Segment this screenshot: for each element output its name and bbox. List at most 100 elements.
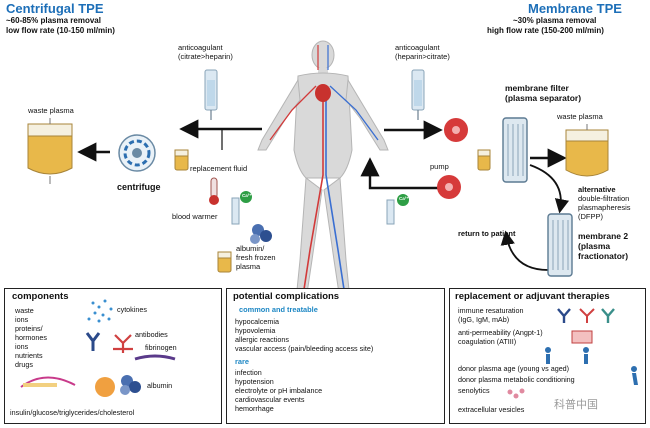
component-item: ions (15, 315, 29, 324)
antibody-teal-icon (601, 308, 615, 323)
alternative-label: alternative (578, 185, 616, 194)
pump-top-icon (444, 118, 468, 142)
therapy-item: extracellular vesicles (458, 405, 525, 414)
membrane-removal: ~30% plasma removal (513, 16, 597, 25)
membrane-2-fractionator-icon (547, 213, 573, 277)
common-item: allergic reactions (235, 335, 289, 344)
human-body-figure (257, 40, 389, 301)
therapy-item: coagulation (ATIII) (458, 337, 517, 346)
waste-plasma-bag-left-icon (27, 118, 73, 184)
components-box: components waste ions proteins/ hormones… (4, 288, 222, 424)
replacement-fluid-bag-icon (174, 149, 189, 171)
therapy-item: (IgG, IgM, mAb) (458, 315, 510, 324)
anticoagulant-right-syringe-icon (411, 69, 425, 120)
membrane-flow: high flow rate (150-200 ml/min) (487, 26, 604, 35)
albumin-ffp-label-1: albumin/ (236, 244, 265, 253)
return-to-patient-label: return to patient (458, 229, 516, 238)
dfpp-label-3: (DFPP) (578, 212, 603, 221)
cytokines-label: cytokines (117, 305, 147, 314)
membrane-filter-label: membrane filter (505, 83, 569, 93)
albumin-molecule-icon (250, 224, 272, 244)
senolytics-dots-icon (507, 388, 525, 399)
pump-bottom-icon (437, 175, 461, 199)
component-item: nutrients (15, 351, 43, 360)
pump-label: pump (430, 162, 449, 171)
albumin-ffp-label-2: fresh frozen (236, 253, 276, 262)
membrane-title: Membrane TPE (528, 1, 622, 16)
albumin-components-icon (120, 375, 141, 395)
therapies-graphics (507, 308, 638, 399)
angpt-vessel-icon (571, 330, 593, 344)
blood-warmer-icon (209, 177, 219, 205)
glucose-icon (23, 383, 57, 387)
antibody-red-icon (579, 308, 595, 323)
ca-right-syringe-icon (386, 194, 409, 225)
cytokines-dots-icon (87, 299, 113, 323)
membrane-2-sub-2: fractionator) (578, 251, 629, 261)
component-item: drugs (15, 360, 33, 369)
components-title: components (12, 291, 69, 302)
therapy-item: donor plasma age (young vs aged) (458, 364, 570, 373)
common-header: common and treatable (239, 305, 318, 314)
dfpp-label-2: plasmapheresis (578, 203, 631, 212)
fresh-frozen-plasma-bag-icon (217, 251, 232, 273)
nutrient-sphere-icon (95, 377, 115, 397)
fibrinogen-icon (134, 354, 176, 361)
rare-item: hemorrhage (235, 404, 274, 413)
centrifugal-title: Centrifugal TPE (6, 1, 104, 16)
pump-fluid-bag-icon (477, 149, 491, 171)
anticoagulant-left-sub: (citrate>heparin) (178, 52, 233, 61)
component-item: waste (15, 306, 34, 315)
rare-item: electrolyte or pH imbalance (235, 386, 323, 395)
ca-right-label: Ca²⁺ (399, 196, 409, 201)
component-item: proteins/ (15, 324, 43, 333)
dfpp-label-1: double-filtration (578, 194, 630, 203)
rare-header: rare (235, 357, 249, 366)
centrifuge-label: centrifuge (117, 182, 161, 192)
waste-plasma-bag-right-icon (565, 124, 609, 177)
anticoagulant-left-label: anticoagulant (178, 43, 223, 52)
common-item: hypocalcemia (235, 317, 279, 326)
ca-left-label: Ca²⁺ (242, 193, 252, 198)
common-item: hypovolemia (235, 326, 276, 335)
ca-left-syringe-icon (231, 191, 252, 225)
anticoagulant-right-label: anticoagulant (395, 43, 440, 52)
rare-item: hypotension (235, 377, 274, 386)
centrifugal-removal: ~60-85% plasma removal (6, 16, 101, 25)
component-item: hormones (15, 333, 47, 342)
centrifuge-icon (118, 134, 156, 172)
running-person-icon (631, 366, 638, 385)
therapies-title: replacement or adjuvant therapies (455, 291, 610, 302)
antibody-icon (85, 332, 101, 351)
therapy-item: immune resaturation (458, 306, 524, 315)
anticoagulant-left-syringe-icon (204, 69, 218, 120)
membrane-2-label: membrane 2 (578, 231, 629, 241)
watermark-text: 科普中国 (554, 399, 598, 411)
therapy-item: donor plasma metabolic conditioning (458, 375, 575, 384)
fibrinogen-label: fibrinogen (145, 343, 177, 352)
young-aged-donor-icons (545, 347, 589, 364)
albumin-label: albumin (147, 381, 173, 390)
rare-item: infection (235, 368, 262, 377)
membrane-filter-icon (502, 117, 528, 183)
components-graphics (20, 299, 176, 397)
lipids-label: insulin/glucose/triglycerides/cholestero… (10, 408, 135, 417)
antibody-red-icon (113, 334, 133, 353)
therapies-box: replacement or adjuvant therapies immune… (449, 288, 646, 424)
replacement-fluid-label: replacement fluid (190, 164, 248, 173)
complications-title: potential complications (233, 291, 340, 302)
blood-warmer-label: blood warmer (172, 212, 218, 221)
waste-plasma-left-label: waste plasma (28, 106, 74, 115)
centrifugal-flow: low flow rate (10-150 ml/min) (6, 26, 115, 35)
therapy-item: anti-permeability (Angpt-1) (458, 328, 543, 337)
antibodies-label: antibodies (135, 330, 168, 339)
albumin-ffp-label-3: plasma (236, 262, 261, 271)
heart-icon (315, 84, 331, 102)
waste-plasma-right-label: waste plasma (557, 112, 603, 121)
common-item: vascular access (pain/bleeding access si… (235, 344, 374, 353)
component-item: ions (15, 342, 29, 351)
therapy-item: senolytics (458, 386, 490, 395)
membrane-filter-sub: (plasma separator) (505, 93, 582, 103)
complications-box: potential complications common and treat… (226, 288, 445, 424)
